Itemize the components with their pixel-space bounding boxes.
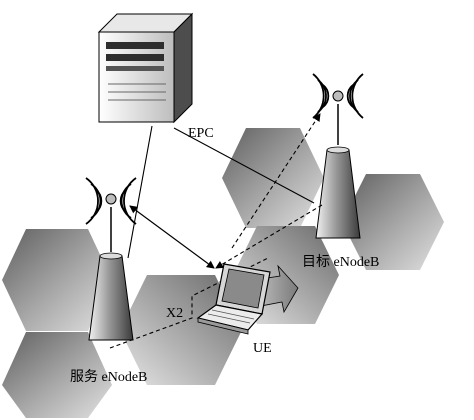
hex-cell	[342, 174, 444, 270]
target-enodeb-tower	[312, 73, 364, 239]
hex-cell	[2, 229, 112, 331]
hex-cell	[120, 275, 242, 385]
target-enodeb-label: 目标 eNodeB	[302, 254, 379, 270]
serving-enodeb-label: 服务 eNodeB	[70, 369, 147, 385]
ue-to-target-dashed	[231, 113, 321, 249]
ue-label: UE	[253, 341, 272, 356]
x2-interface-path	[109, 257, 269, 349]
epc-label: EPC	[188, 126, 214, 141]
serving-ue-link	[129, 205, 215, 269]
s1-link-target	[173, 127, 315, 204]
epc-server	[97, 12, 194, 124]
x2-label: X2	[166, 306, 183, 321]
cell-grid	[2, 84, 444, 418]
hex-cell	[222, 128, 324, 228]
ue-laptop	[196, 263, 271, 335]
hex-cell	[2, 332, 112, 418]
